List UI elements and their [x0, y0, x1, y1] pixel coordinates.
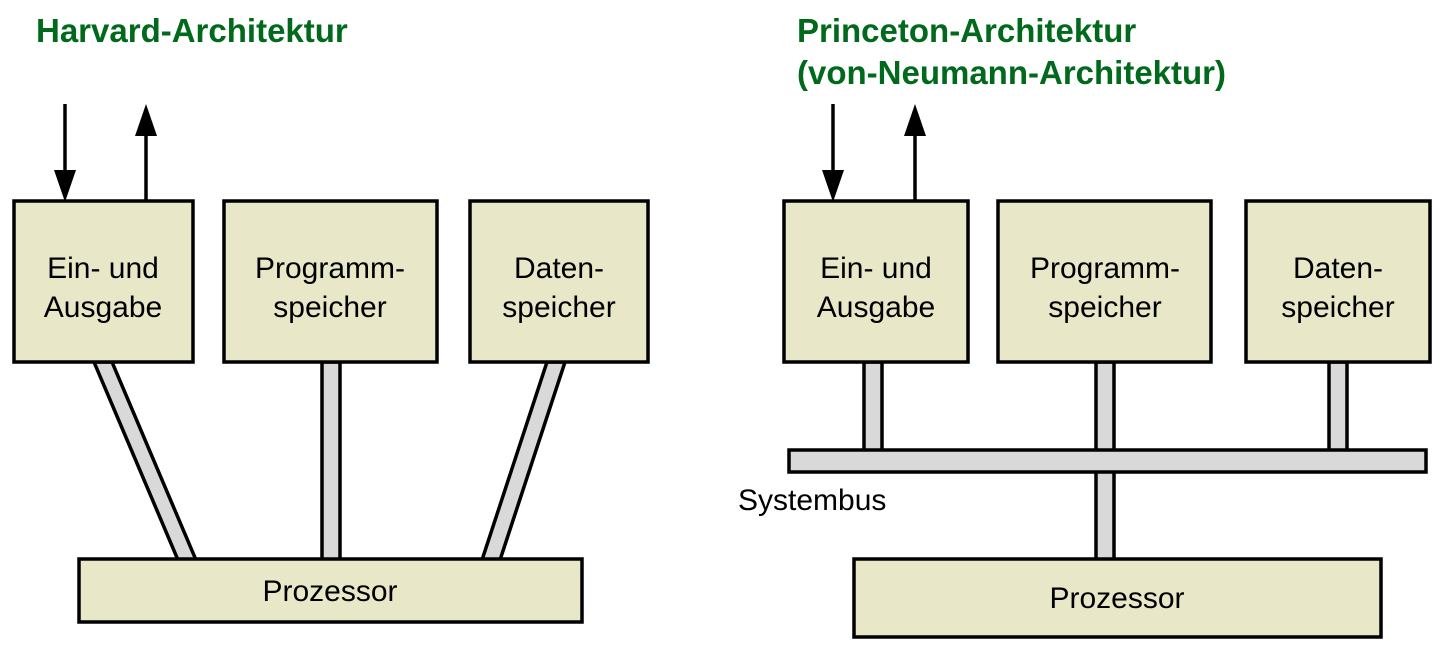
harvard-box-data-memory[interactable]: Daten- speicher — [468, 199, 650, 364]
harvard-box-data-line2: speicher — [502, 291, 615, 324]
harvard-input-arrow-down-icon — [54, 104, 76, 202]
harvard-bus-data — [479, 360, 568, 562]
princeton-box-data-line2: speicher — [1281, 291, 1394, 324]
harvard-box-program-line2: speicher — [273, 291, 386, 324]
princeton-box-io[interactable]: Ein- und Ausgabe — [782, 199, 970, 364]
princeton-architecture-group: Princeton-Architektur (von-Neumann-Archi… — [738, 12, 1432, 639]
princeton-bus-stub-data — [1327, 360, 1349, 454]
harvard-box-program-memory[interactable]: Programm- speicher — [222, 199, 439, 364]
harvard-box-processor[interactable]: Prozessor — [77, 557, 584, 624]
harvard-box-io-line1: Ein- und — [47, 252, 159, 285]
princeton-box-io-line1: Ein- und — [820, 252, 932, 285]
princeton-box-processor[interactable]: Prozessor — [852, 557, 1383, 639]
princeton-box-data-line1: Daten- — [1293, 252, 1383, 285]
princeton-box-io-line2: Ausgabe — [817, 291, 935, 324]
princeton-bus-stub-processor — [1094, 468, 1116, 562]
harvard-processor-label: Prozessor — [262, 575, 397, 608]
princeton-box-program-memory[interactable]: Programm- speicher — [996, 199, 1213, 364]
princeton-title-line2: (von-Neumann-Architektur) — [797, 54, 1226, 91]
princeton-bus-stub-program — [1094, 360, 1116, 454]
harvard-bus-io — [91, 360, 199, 562]
princeton-system-bus-label: Systembus — [738, 484, 886, 517]
princeton-input-arrow-down-icon — [822, 104, 844, 202]
princeton-output-arrow-up-icon — [904, 104, 926, 200]
harvard-architecture-group: Harvard-Architektur Ein- und Ausgab — [12, 12, 650, 624]
princeton-box-data-memory[interactable]: Daten- speicher — [1244, 199, 1432, 364]
princeton-processor-label: Prozessor — [1049, 582, 1184, 615]
harvard-box-io-line2: Ausgabe — [44, 291, 162, 324]
princeton-title-line1: Princeton-Architektur — [797, 12, 1136, 49]
princeton-system-bus — [787, 448, 1428, 474]
princeton-bus-stub-io — [862, 360, 884, 454]
harvard-box-program-line1: Programm- — [255, 252, 405, 285]
harvard-output-arrow-up-icon — [135, 104, 157, 200]
princeton-box-program-line2: speicher — [1048, 291, 1161, 324]
princeton-box-program-line1: Programm- — [1030, 252, 1180, 285]
harvard-title: Harvard-Architektur — [36, 12, 348, 49]
harvard-box-io[interactable]: Ein- und Ausgabe — [12, 199, 195, 364]
harvard-box-data-line1: Daten- — [514, 252, 604, 285]
harvard-bus-program — [320, 360, 342, 562]
